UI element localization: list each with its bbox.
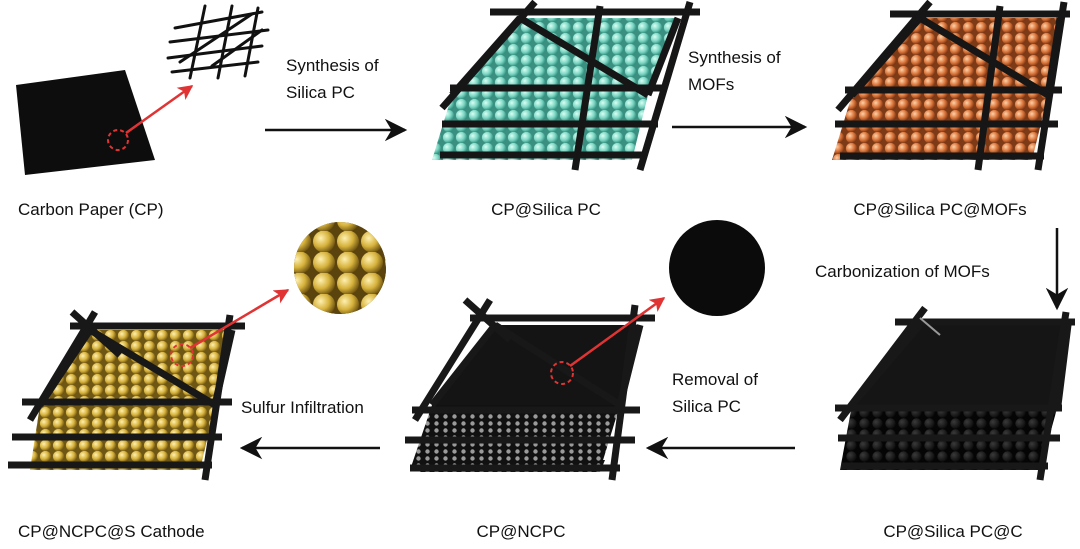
stage-label-carbonized: CP@Silica PC@C — [883, 522, 1023, 541]
ncpc-scaffold — [405, 296, 666, 481]
stage-label-mofs: CP@Silica PC@MOFs — [853, 200, 1027, 219]
stage-label-silica-pc: CP@Silica PC — [491, 200, 601, 219]
mofs-scaffold — [832, 0, 1070, 171]
stage-label-carbon-paper: Carbon Paper (CP) — [18, 200, 164, 219]
step-label-removal-silica: Removal of Silica PC — [672, 370, 758, 416]
step-label-synthesis-silica: Synthesis of Silica PC — [286, 56, 379, 102]
step-label-synthesis-mofs: Synthesis of MOFs — [688, 48, 781, 94]
fiber-mesh-inset-icon — [166, 4, 270, 80]
carbonized-scaffold — [835, 305, 1075, 481]
step-label-carbonization: Carbonization of MOFs — [815, 262, 990, 281]
step-label-sulfur-infiltration: Sulfur Infiltration — [241, 398, 364, 417]
stage-label-ncpc: CP@NCPC — [476, 522, 566, 541]
stage-label-cathode: CP@NCPC@S Cathode — [18, 522, 205, 541]
sulfur-spheres-inset-icon — [294, 222, 386, 314]
sulfur-cathode-scaffold — [8, 288, 290, 481]
carbon-paper-sheet — [16, 70, 194, 175]
silica-pc-scaffold — [432, 0, 700, 171]
carbon-pore-inset-icon — [669, 220, 765, 316]
